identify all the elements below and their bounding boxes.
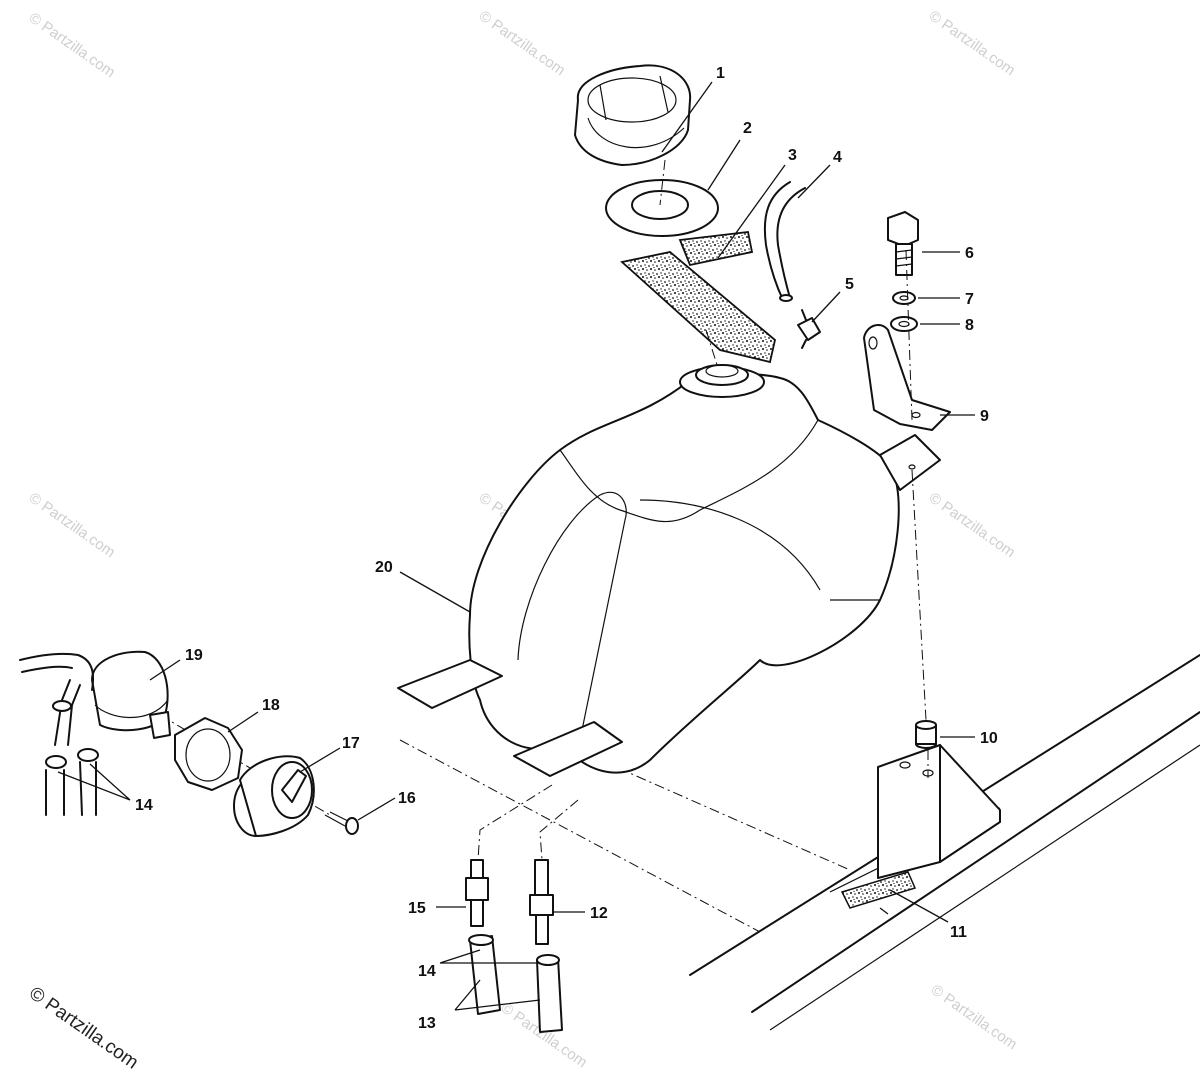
callout-18: 18 [262,697,280,714]
watermark-bottom-right: © Partzilla.com [928,981,1021,1053]
bracket-9 [863,323,951,431]
fuel-cap-1 [574,64,692,166]
bushing-10 [915,720,937,749]
callout-13: 13 [418,1015,436,1032]
knob-17 [233,755,315,837]
watermark-mid-right: © Partzilla.com [926,489,1019,561]
callout-14-bottom: 14 [418,963,436,980]
bolt-6 [887,211,919,276]
callout-20: 20 [375,559,393,576]
callout-7: 7 [965,291,974,308]
vent-fitting-5 [797,309,821,349]
fuel-filter-19 [19,650,171,746]
callout-14-left: 14 [135,797,153,814]
callout-15: 15 [408,900,426,917]
callout-10: 10 [980,730,998,747]
watermark-mid-left: © Partzilla.com [26,489,119,561]
callout-8: 8 [965,317,974,334]
callout-9: 9 [980,408,989,425]
callout-5: 5 [845,276,854,293]
hose-clamps-14-left [45,748,99,816]
fuel-tank-20 [397,364,941,777]
callout-4: 4 [833,149,842,166]
callout-19: 19 [185,647,203,664]
callout-12: 12 [590,905,608,922]
leader-lines [57,81,975,1011]
callout-labels: 1 2 3 4 5 6 7 8 9 10 11 12 13 14 14 15 1… [135,65,998,1032]
decal-11 [840,871,917,915]
lock-washer-7 [892,291,916,305]
copyright-notice: © Partzilla.com [25,983,142,1074]
flat-washer-8 [890,316,918,332]
fuel-fitting-15 [465,859,489,927]
fuel-hose-13 [468,934,563,1033]
vent-hose-4 [763,181,806,302]
screw-16 [324,811,359,835]
watermark-top-center: © Partzilla.com [476,7,569,79]
watermark-top-right: © Partzilla.com [926,7,1019,79]
foam-pad-3 [620,231,776,364]
fuel-fitting-12 [529,859,554,945]
lock-nut-18 [174,717,243,791]
callout-16: 16 [398,790,416,807]
watermark-top-left: © Partzilla.com [26,9,119,81]
callout-6: 6 [965,245,974,262]
callout-2: 2 [743,120,752,137]
callout-17: 17 [342,735,360,752]
callout-3: 3 [788,147,797,164]
gasket-2 [605,179,719,237]
callout-1: 1 [716,65,725,82]
callout-11: 11 [950,924,967,941]
